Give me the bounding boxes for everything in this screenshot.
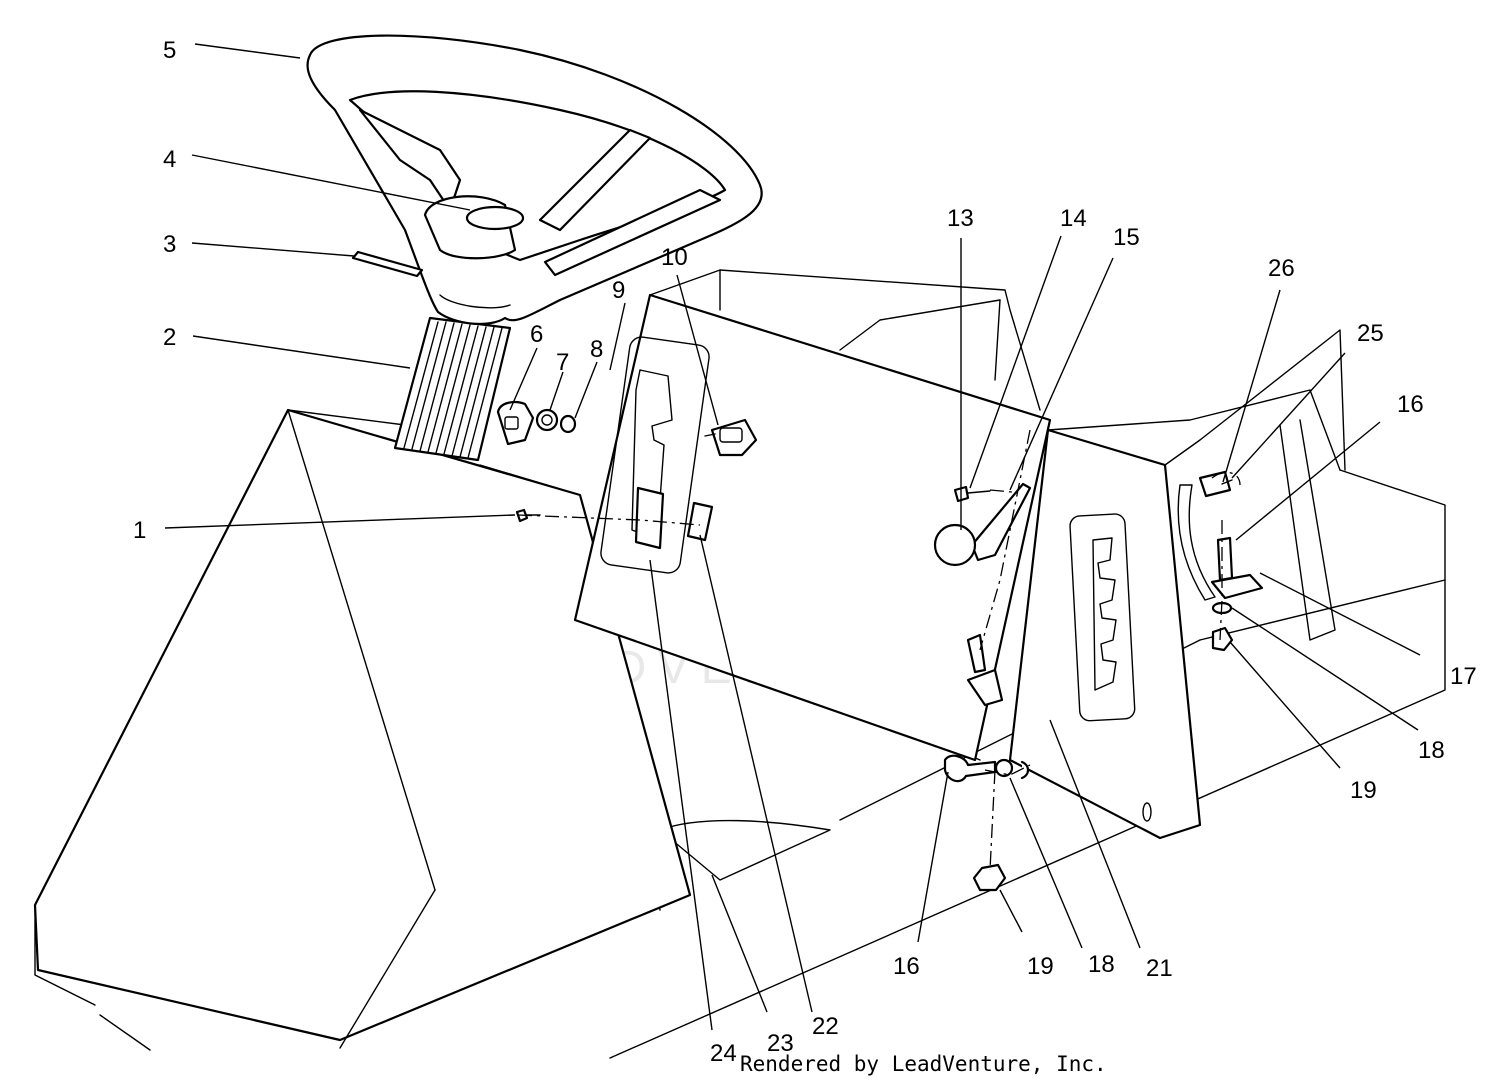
callout-16-bottom: 16 xyxy=(893,953,920,980)
callout-10: 10 xyxy=(661,244,688,271)
callout-14: 14 xyxy=(1060,205,1087,232)
steering-tube xyxy=(393,316,512,462)
callout-19-right: 19 xyxy=(1350,777,1377,804)
callout-4: 4 xyxy=(163,146,176,173)
callout-26: 26 xyxy=(1268,255,1295,282)
hood-panel xyxy=(33,408,692,1051)
callout-19-bottom: 19 xyxy=(1027,953,1054,980)
ring xyxy=(559,414,577,434)
render-credit: Rendered by LeadVenture, Inc. xyxy=(740,1052,1107,1076)
assembly-centerlines xyxy=(517,429,1241,871)
callout-18-right: 18 xyxy=(1418,737,1445,764)
steering-wheel xyxy=(306,34,763,325)
callout-25: 25 xyxy=(1357,320,1384,347)
height-bracket xyxy=(1177,470,1264,652)
callout-13: 13 xyxy=(947,205,974,232)
callout-23: 23 xyxy=(767,1030,794,1057)
ignition-switch xyxy=(704,418,758,457)
callout-8: 8 xyxy=(590,336,603,363)
callout-18-bottom: 18 xyxy=(1088,951,1115,978)
callout-3: 3 xyxy=(163,231,176,258)
roll-pin xyxy=(351,250,424,278)
dash-panel xyxy=(573,269,1052,762)
callout-7: 7 xyxy=(556,349,569,376)
callout-1: 1 xyxy=(133,517,146,544)
ignition-key xyxy=(496,401,535,446)
lever-knob-icon xyxy=(933,523,977,567)
callout-15: 15 xyxy=(1113,224,1140,251)
lift-bracket xyxy=(943,633,1030,892)
callout-6: 6 xyxy=(530,321,543,348)
callout-5: 5 xyxy=(163,37,176,64)
callout-16-right: 16 xyxy=(1397,391,1424,418)
callout-2: 2 xyxy=(163,324,176,351)
leader-lines xyxy=(164,43,1421,1031)
callout-9: 9 xyxy=(612,277,625,304)
seat-shroud xyxy=(1008,329,1346,840)
callout-21: 21 xyxy=(1146,955,1173,982)
callout-22: 22 xyxy=(812,1013,839,1040)
lock-nut xyxy=(535,408,559,432)
callout-labels: 5 4 3 2 1 6 7 8 9 10 13 14 15 26 25 16 1… xyxy=(133,37,1477,1067)
callout-24: 24 xyxy=(710,1040,737,1067)
callout-17: 17 xyxy=(1450,663,1477,690)
horn-cap-icon xyxy=(465,205,525,231)
plate xyxy=(634,486,714,550)
